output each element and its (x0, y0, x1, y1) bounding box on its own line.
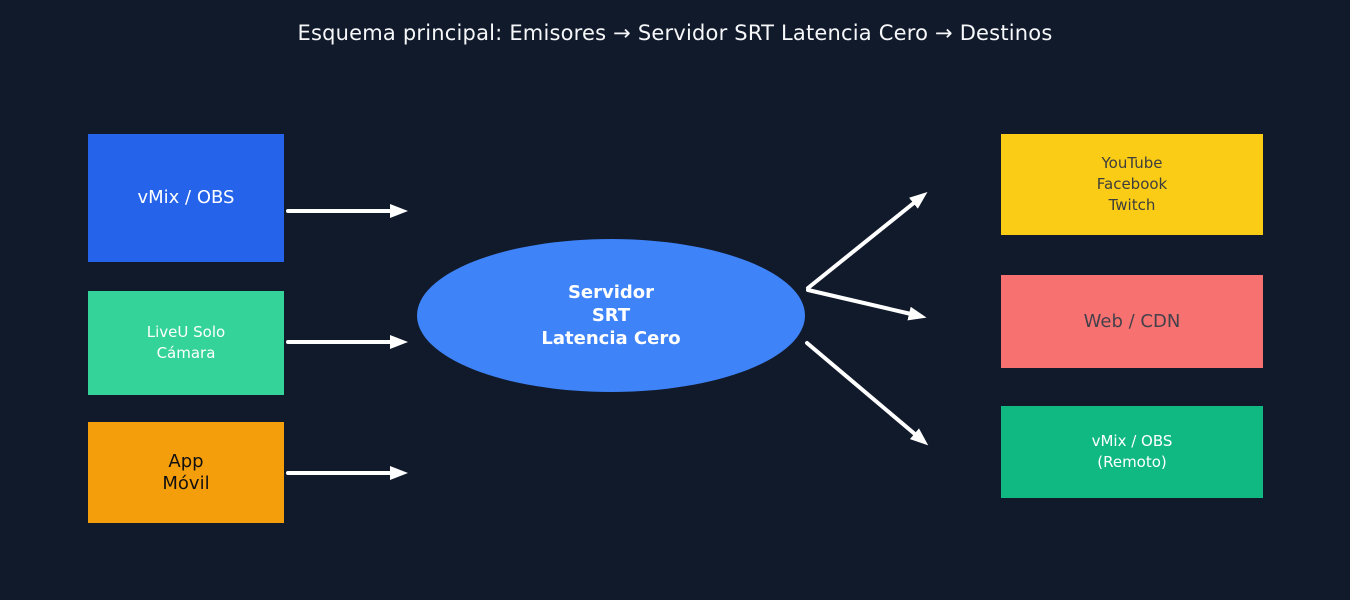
node-label: LiveU Solo Cámara (146, 323, 226, 362)
arrow-server-to-remote (805, 341, 929, 446)
node-emitter-liveu-solo: LiveU Solo Cámara (88, 291, 284, 395)
node-server-srt: Servidor SRT Latencia Cero (417, 239, 805, 392)
node-label: Web / CDN (1083, 310, 1181, 332)
node-dest-vmix-remote: vMix / OBS (Remoto) (1001, 406, 1263, 498)
node-label: vMix / OBS (Remoto) (1091, 432, 1173, 471)
node-label: vMix / OBS (137, 187, 235, 208)
node-emitter-vmix-obs: vMix / OBS (88, 134, 284, 262)
node-dest-platforms: YouTube Facebook Twitch (1001, 134, 1263, 235)
diagram-title: Esquema principal: Emisores → Servidor S… (297, 21, 1053, 45)
node-label: App Móvil (162, 450, 210, 494)
node-emitter-app-movil: App Móvil (88, 422, 284, 523)
arrow-server-to-webcdn (806, 288, 927, 321)
arrow-server-to-platforms (806, 191, 928, 290)
node-label: YouTube Facebook Twitch (1096, 154, 1168, 214)
node-label: Servidor SRT Latencia Cero (541, 282, 681, 349)
node-dest-web-cdn: Web / CDN (1001, 275, 1263, 368)
